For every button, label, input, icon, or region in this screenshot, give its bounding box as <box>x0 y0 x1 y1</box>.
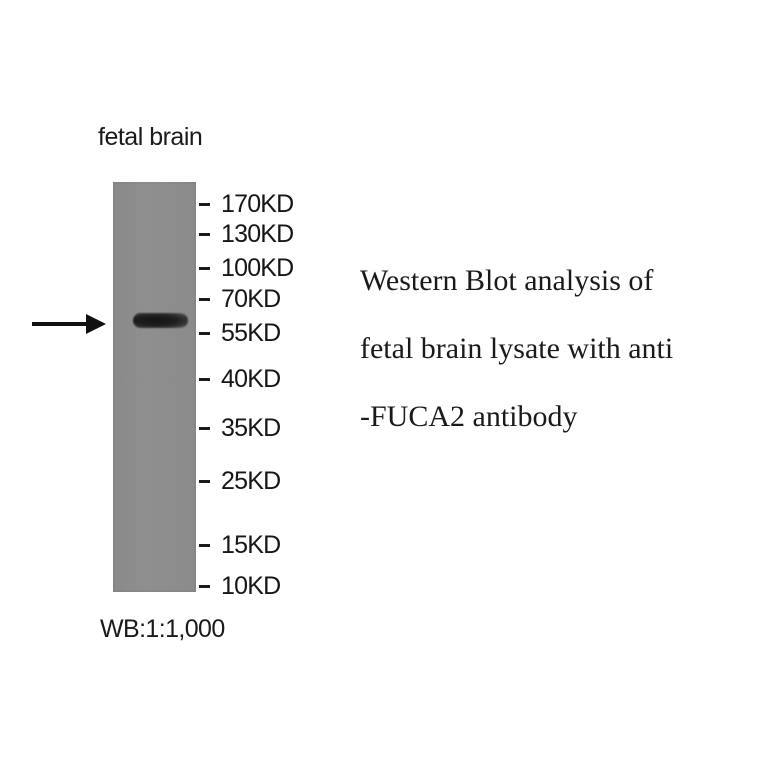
marker-55kd: 55KD <box>199 318 281 348</box>
marker-10kd: 10KD <box>199 571 281 601</box>
tick-mark <box>199 297 210 301</box>
dilution-label: WB:1:1,000 <box>100 615 225 643</box>
protein-band <box>133 313 188 328</box>
tick-mark <box>199 232 210 236</box>
caption-line-1: Western Blot analysis of <box>360 264 654 297</box>
marker-100kd: 100KD <box>199 253 294 283</box>
tick-mark <box>199 426 210 430</box>
tick-mark <box>199 331 210 335</box>
sample-label: fetal brain <box>98 123 203 151</box>
marker-40kd: 40KD <box>199 364 281 394</box>
marker-15kd: 15KD <box>199 530 281 560</box>
caption-line-3: -FUCA2 antibody <box>360 400 578 433</box>
marker-130kd: 130KD <box>199 219 294 249</box>
tick-mark <box>199 479 210 483</box>
tick-mark <box>199 377 210 381</box>
caption-line-2: fetal brain lysate with anti <box>360 332 674 365</box>
tick-mark <box>199 543 210 547</box>
arrow-head-icon <box>86 314 106 334</box>
tick-mark <box>199 202 210 206</box>
marker-25kd: 25KD <box>199 466 281 496</box>
blot-lane <box>113 182 196 592</box>
figure-caption: Western Blot analysis of fetal brain lys… <box>360 247 760 451</box>
marker-70kd: 70KD <box>199 284 281 314</box>
marker-35kd: 35KD <box>199 413 281 443</box>
marker-170kd: 170KD <box>199 189 294 219</box>
tick-mark <box>199 266 210 270</box>
arrow-icon <box>32 322 90 326</box>
tick-mark <box>199 584 210 588</box>
